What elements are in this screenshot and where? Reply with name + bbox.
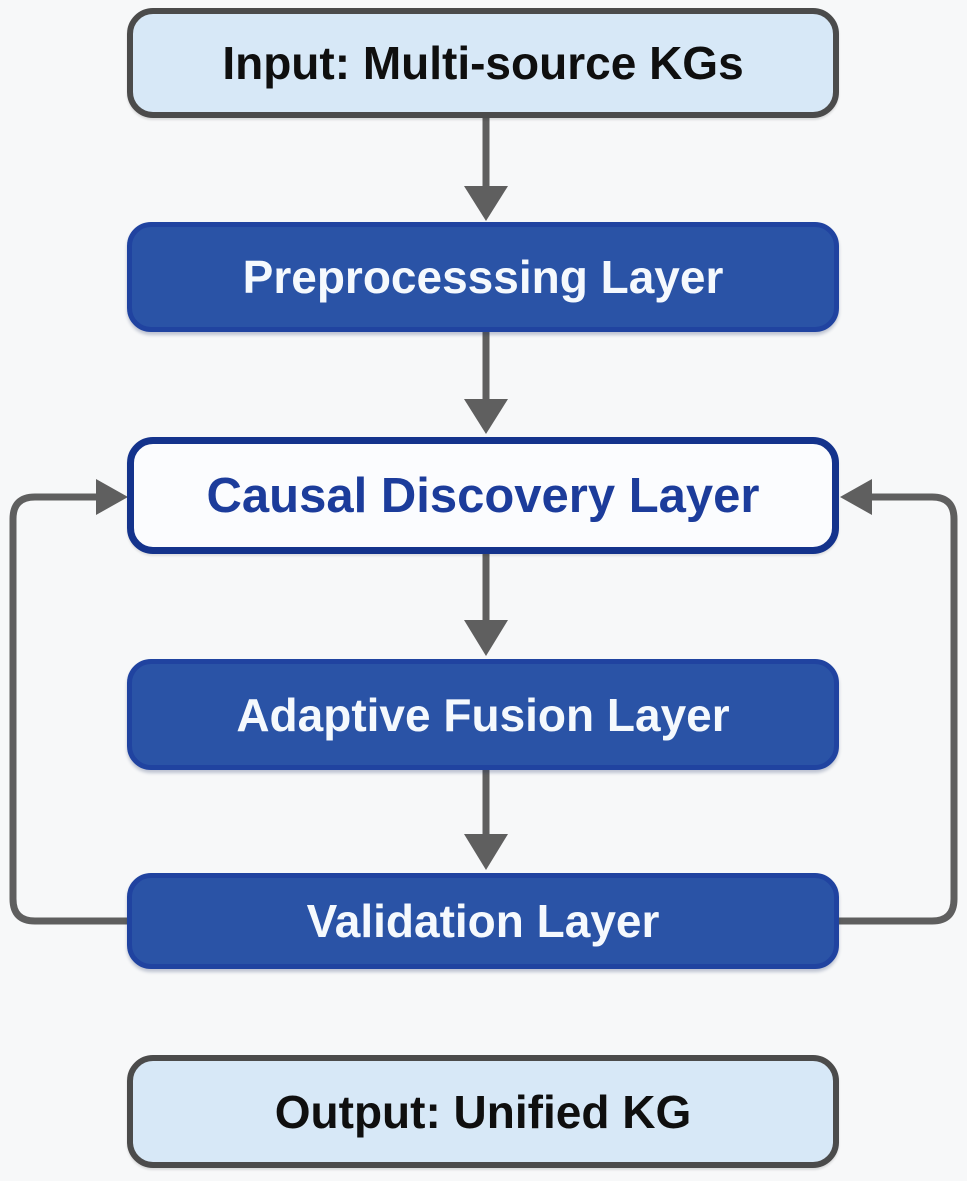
node-validation-label: Validation Layer — [306, 895, 660, 947]
feedback-loop-left — [9, 479, 129, 925]
node-input: Input: Multi-source KGs — [127, 8, 839, 118]
node-preprocessing-label: Preprocesssing Layer — [242, 251, 724, 303]
feedback-loop-right — [839, 479, 958, 925]
node-output: Output: Unified KG — [127, 1055, 839, 1168]
arrow-input-to-preprocessing — [464, 116, 508, 221]
arrow-fusion-to-validation — [464, 768, 508, 870]
node-input-label: Input: Multi-source KGs — [222, 37, 744, 89]
node-causal-discovery-layer: Causal Discovery Layer — [127, 437, 839, 554]
node-adaptive-fusion-layer: Adaptive Fusion Layer — [127, 659, 839, 770]
arrow-preprocessing-to-causal — [464, 330, 508, 434]
node-validation-layer: Validation Layer — [127, 873, 839, 969]
node-fusion-label: Adaptive Fusion Layer — [236, 688, 730, 741]
node-preprocessing-layer: Preprocesssing Layer — [127, 222, 839, 332]
node-causal-label: Causal Discovery Layer — [206, 468, 760, 523]
node-output-label: Output: Unified KG — [274, 1085, 692, 1138]
arrow-causal-to-fusion — [464, 552, 508, 656]
